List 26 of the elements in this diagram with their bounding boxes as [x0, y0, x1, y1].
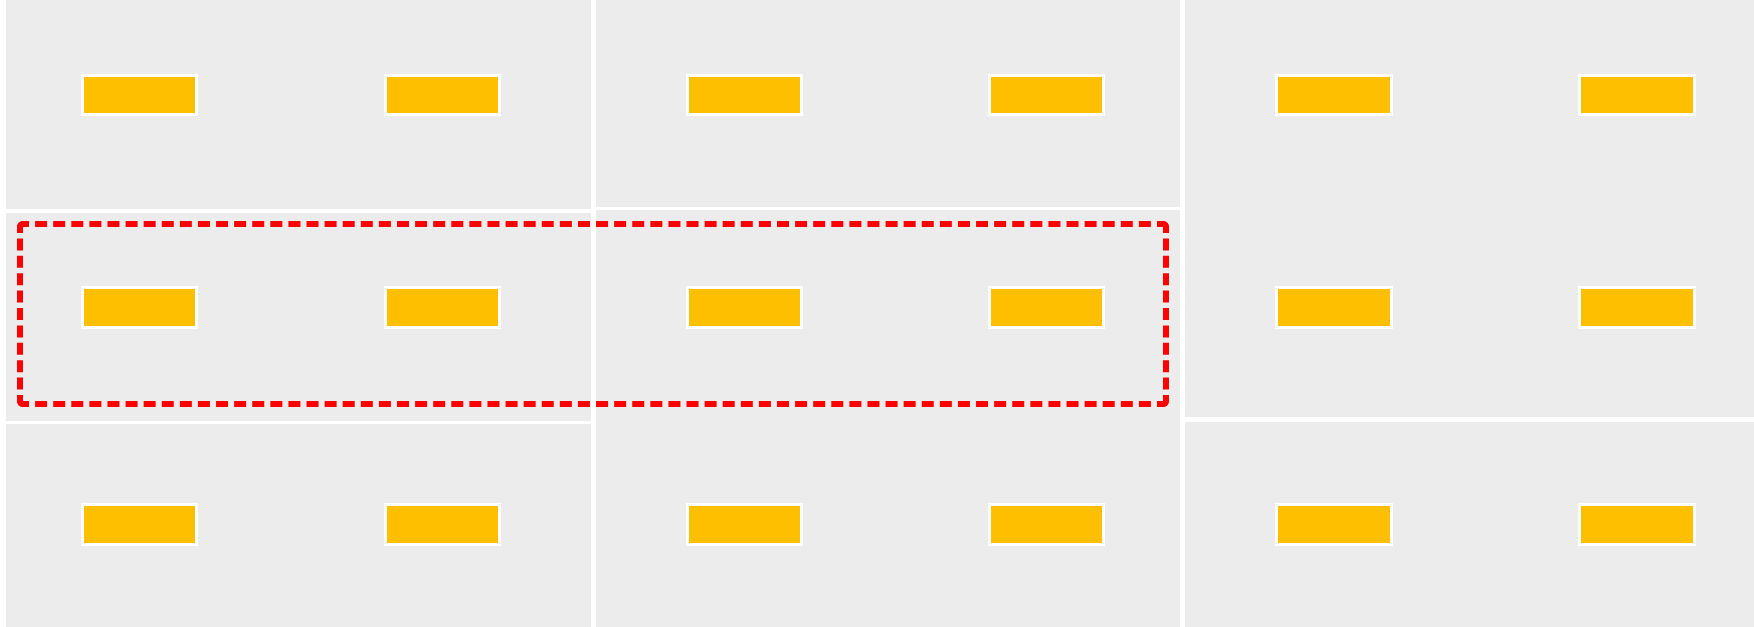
marker-bar	[1578, 503, 1696, 546]
marker-bar	[1578, 73, 1696, 117]
floor-panel	[5, 212, 591, 421]
marker-bar	[80, 73, 198, 117]
floor-panel	[5, 0, 591, 210]
marker-bar	[383, 73, 502, 117]
floor-panel	[5, 423, 591, 627]
marker-bar	[80, 286, 198, 329]
floor-panel	[596, 210, 1181, 627]
marker-bar	[987, 286, 1106, 329]
marker-bar	[685, 286, 804, 329]
floor-panel	[1184, 421, 1754, 627]
marker-bar	[1275, 286, 1393, 329]
marker-bar	[987, 503, 1106, 546]
marker-bar	[1578, 286, 1696, 329]
floor-panel	[1184, 0, 1754, 418]
marker-bar	[1275, 503, 1393, 546]
floor-panel	[596, 0, 1181, 207]
marker-bar	[383, 286, 502, 329]
marker-bar	[80, 503, 198, 546]
marker-bar	[987, 73, 1106, 117]
dashed-selection-outline	[16, 221, 1169, 408]
marker-bar	[383, 503, 502, 546]
marker-bar	[685, 503, 804, 546]
marker-bar	[685, 73, 804, 117]
marker-bar	[1275, 73, 1393, 117]
